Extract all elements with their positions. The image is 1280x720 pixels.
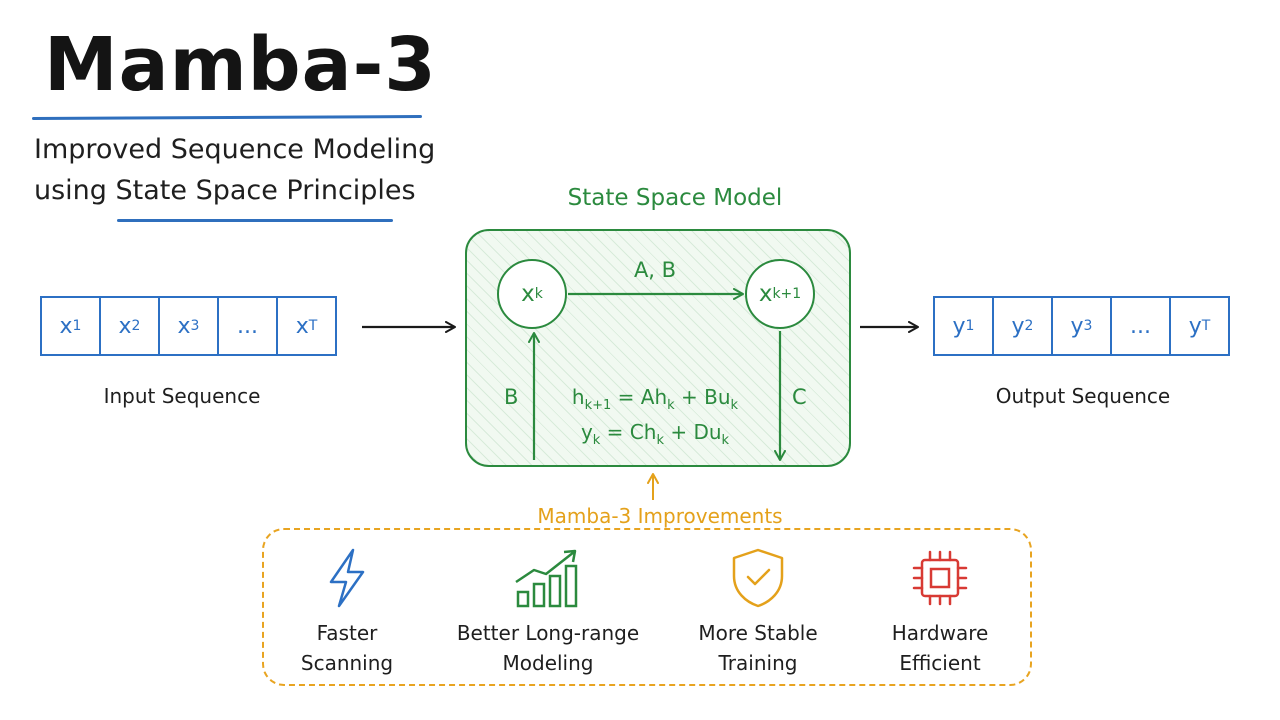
- subtitle-line-2: using State Space Principles: [34, 175, 416, 206]
- subtitle-line-1: Improved Sequence Modeling: [34, 134, 436, 165]
- ssm-label: State Space Model: [567, 185, 783, 211]
- improvements-label: Mamba-3 Improvements: [537, 504, 783, 528]
- input-matrix-label: B: [504, 385, 519, 409]
- improvements-box: [262, 528, 1032, 686]
- output-sequence-label: Output Sequence: [995, 384, 1171, 408]
- feature-faster-scanning: Faster Scanning: [242, 546, 452, 678]
- shield-check-icon: [732, 548, 784, 608]
- input-sequence-label: Input Sequence: [103, 384, 261, 408]
- subtitle-underline: [117, 219, 393, 222]
- feature-label: Better Long-range Modeling: [456, 621, 640, 675]
- feature-hardware-efficient: Hardware Efficient: [835, 546, 1045, 678]
- lightning-icon: [329, 548, 365, 608]
- feature-label: Faster Scanning: [300, 621, 394, 675]
- feature-long-range: Better Long-range Modeling: [443, 546, 653, 678]
- growth-chart-icon: [515, 549, 578, 608]
- feature-label: More Stable Training: [698, 621, 818, 675]
- feature-label: Hardware Efficient: [891, 621, 989, 675]
- state-equation: hk+1 = Ahk + Buk: [571, 385, 739, 413]
- output-matrix-label: C: [792, 385, 807, 409]
- feature-stable-training: More Stable Training: [653, 546, 863, 678]
- chip-icon: [912, 550, 968, 606]
- transition-label: A, B: [633, 258, 677, 282]
- page-title: Mamba-3: [44, 22, 437, 108]
- output-equation: yk = Chk + Duk: [580, 420, 730, 448]
